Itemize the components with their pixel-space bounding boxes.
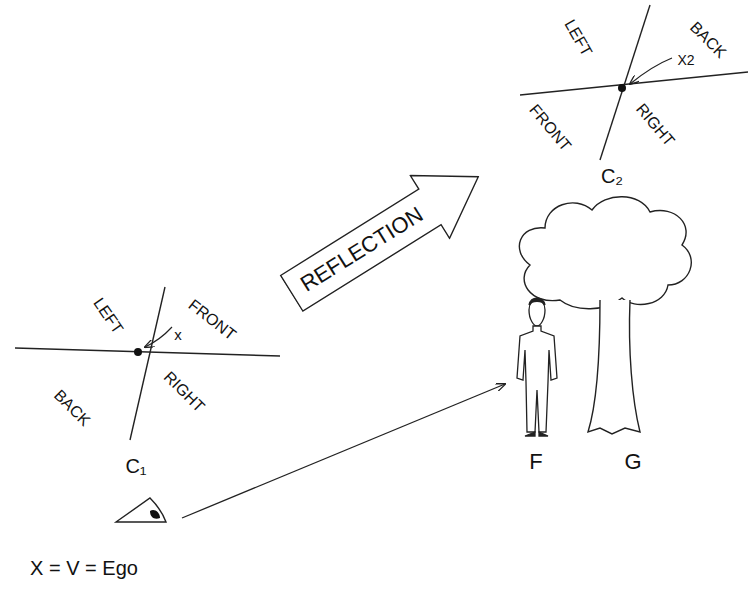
frame-label: C₁ — [125, 456, 146, 476]
object-label: F — [529, 451, 542, 473]
object-label: G — [624, 451, 641, 473]
axis-line — [520, 72, 748, 95]
frame-label: C₂ — [601, 166, 623, 186]
axis-line — [15, 348, 280, 356]
direction-label: BACK — [51, 387, 93, 429]
direction-label: RIGHT — [633, 101, 677, 149]
gaze-arrow — [182, 384, 505, 518]
tree-trunk — [588, 300, 640, 434]
direction-label: LEFT — [90, 295, 126, 336]
axis-line — [600, 5, 650, 160]
direction-label: FRONT — [526, 102, 574, 155]
arrow-shape — [272, 145, 498, 324]
direction-label: LEFT — [561, 17, 594, 59]
origin-dot — [134, 348, 142, 356]
eye-symbol — [116, 498, 166, 522]
angle-label: x — [174, 327, 182, 342]
origin-dot — [618, 84, 626, 92]
arrow-text: REFLECTION — [297, 167, 485, 296]
angle-label: X2 — [677, 53, 694, 67]
axis-line — [130, 287, 165, 440]
tree-crown — [519, 197, 691, 309]
hollow-arrow: REFLECTION — [271, 144, 500, 326]
direction-label: FRONT — [185, 297, 238, 344]
direction-label: RIGHT — [161, 369, 208, 416]
angle-arrow — [630, 58, 672, 84]
person-figure — [517, 298, 557, 436]
viewpoint-label: X = V = Ego — [30, 558, 138, 578]
angle-arrow — [145, 327, 172, 347]
